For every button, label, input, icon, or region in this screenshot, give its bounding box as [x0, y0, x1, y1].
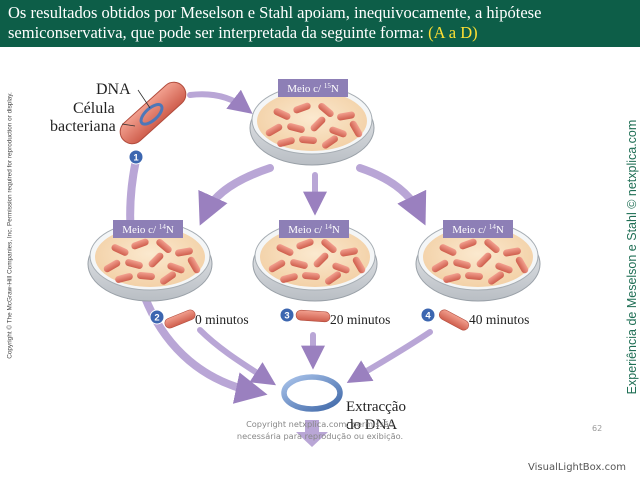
medium-label-14n-middle-text: Meio c/ 14N [288, 223, 340, 236]
medium-label-14n-left: Meio c/ 14N [113, 220, 183, 238]
medium-label-14n-left-text: Meio c/ 14N [122, 223, 174, 236]
step-2-time: 0 minutos [195, 312, 249, 327]
dna-ring [281, 374, 343, 412]
meselson-stahl-diagram: DNA Célula bacteriana 1 Meio c/ 15N Meio… [50, 79, 640, 447]
label-cell-line1: Célula [73, 100, 115, 117]
bacterium-step-2 [164, 309, 196, 329]
header-accent-text: (A a D) [428, 23, 478, 42]
step-badge-3: 3 [279, 307, 295, 323]
medium-label-15n: Meio c/ 15N [278, 79, 348, 97]
label-cell-line2: bacteriana [50, 118, 116, 135]
sweep-arrow-cell-to-extraction [126, 156, 268, 404]
dna-pointer-line [137, 89, 151, 109]
label-extraction-line1: Extracção [346, 399, 406, 415]
header-text: Os resultados obtidos por Meselson e Sta… [8, 3, 636, 43]
bacterial-cell [119, 81, 187, 145]
step-number-2: 2 [154, 313, 159, 324]
footer-copyright: Copyright netxplica.com: permissão neces… [210, 418, 430, 442]
header-main-text: Os resultados obtidos por Meselson e Sta… [8, 3, 542, 42]
watermark: VisualLightBox.com [528, 462, 626, 473]
step-badge-2: 2 [149, 309, 165, 325]
step-badge-1: 1 [128, 149, 144, 165]
step-number-3: 3 [284, 311, 289, 322]
arrow-step4-to-extraction [346, 329, 433, 383]
step-4-time: 40 minutos [469, 312, 529, 327]
bacterium-step-3 [295, 309, 331, 323]
label-extraction-line2: do DNA [346, 417, 397, 433]
arrow-cell-to-top-dish [187, 89, 253, 114]
bacterium-step-4 [438, 309, 470, 331]
footer-copyright-line2: necessária para reprodução ou exibição. [236, 431, 404, 441]
step-number-4: 4 [425, 311, 431, 322]
step-badge-4: 4 [420, 307, 436, 323]
arrow-extraction-down [296, 420, 328, 447]
step-number-1: 1 [133, 153, 139, 164]
step-3-time: 20 minutos [330, 312, 390, 327]
label-dna: DNA [96, 81, 131, 98]
footer-copyright-line1: Copyright netxplica.com: permissão [246, 419, 394, 429]
arrow-step2-to-extraction [197, 327, 277, 386]
medium-label-14n-middle: Meio c/ 14N [279, 220, 349, 238]
arrow-top-to-left-dish [198, 164, 274, 226]
page-number: 62 [592, 424, 603, 433]
petri-dish-15n [250, 86, 374, 165]
header-bar: Os resultados obtidos por Meselson e Sta… [0, 0, 640, 47]
medium-label-15n-text: Meio c/ 15N [287, 82, 339, 95]
cell-pointer-line [121, 123, 136, 127]
medium-label-14n-right-text: Meio c/ 14N [452, 223, 504, 236]
arrow-top-to-right-dish [356, 164, 427, 226]
medium-label-14n-right: Meio c/ 14N [443, 220, 513, 238]
